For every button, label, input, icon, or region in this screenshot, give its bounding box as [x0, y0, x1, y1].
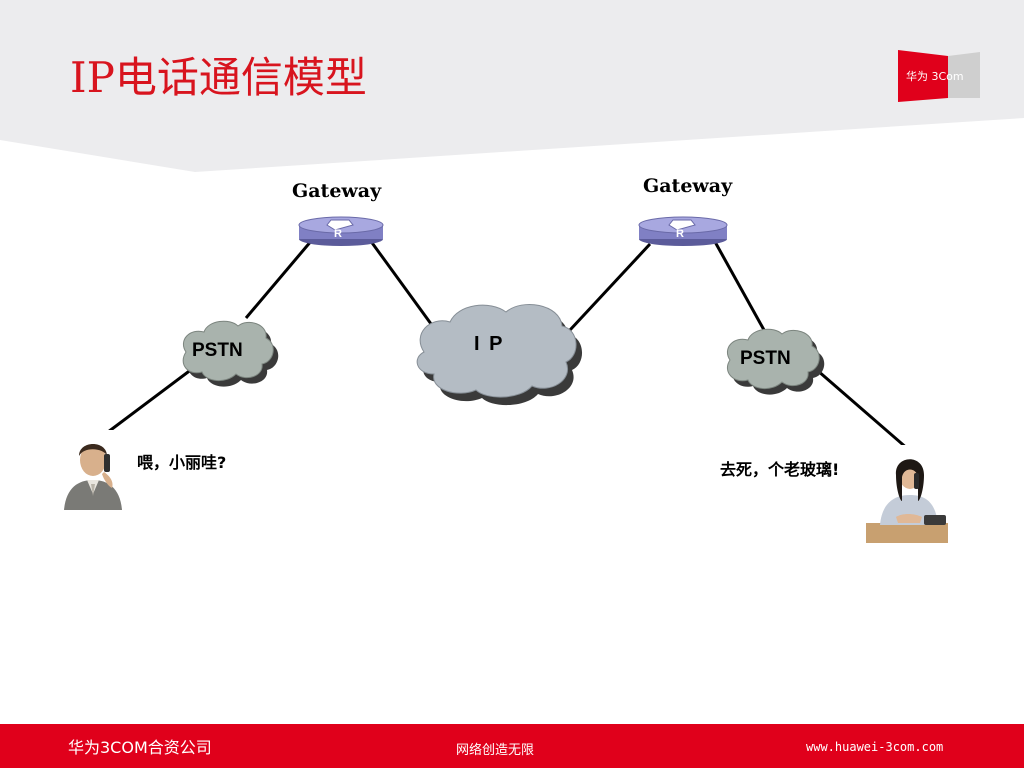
person-right-phone-icon: [866, 445, 948, 543]
logo-text: 华为 3Com: [906, 70, 964, 83]
speech-left: 喂，小丽哇?: [137, 453, 227, 472]
gateway-left-label: Gateway: [292, 180, 382, 202]
footer-slogan: 网络创造无限: [456, 743, 535, 758]
company-logo: [898, 50, 980, 102]
router-left: [298, 216, 384, 246]
pstn-right-label: PSTN: [740, 348, 791, 369]
person-left-phone-icon: [60, 430, 126, 510]
ip-cloud-label: I P: [474, 333, 503, 355]
gateway-right-label: Gateway: [643, 175, 733, 197]
pstn-cloud-left: [182, 320, 279, 387]
link-gateway-left-ip: [368, 239, 436, 329]
footer-bar: 华为3COM合资公司 网络创造无限 www.huawei-3com.com: [0, 724, 1024, 768]
pstn-cloud-right: [726, 328, 825, 395]
router-left-glyph: R: [334, 228, 342, 240]
router-right: [638, 216, 728, 246]
connection-lines: [107, 239, 917, 458]
ip-cloud: [416, 304, 583, 406]
speech-right: 去死，个老玻璃!: [720, 460, 840, 479]
slide-title: IP电话通信模型: [70, 53, 367, 102]
router-right-glyph: R: [676, 228, 684, 240]
link-pstn-left-gateway-left: [244, 239, 314, 319]
footer-url[interactable]: www.huawei-3com.com: [806, 740, 944, 754]
pstn-left-label: PSTN: [192, 340, 243, 361]
footer-company: 华为3COM合资公司: [68, 738, 212, 757]
link-pstn-right-person-right: [809, 362, 917, 458]
link-gateway-right-pstn-right: [712, 239, 766, 331]
header-band: [0, 0, 1024, 172]
link-ip-gateway-right: [568, 242, 652, 332]
link-person-left-pstn-left: [107, 364, 197, 434]
